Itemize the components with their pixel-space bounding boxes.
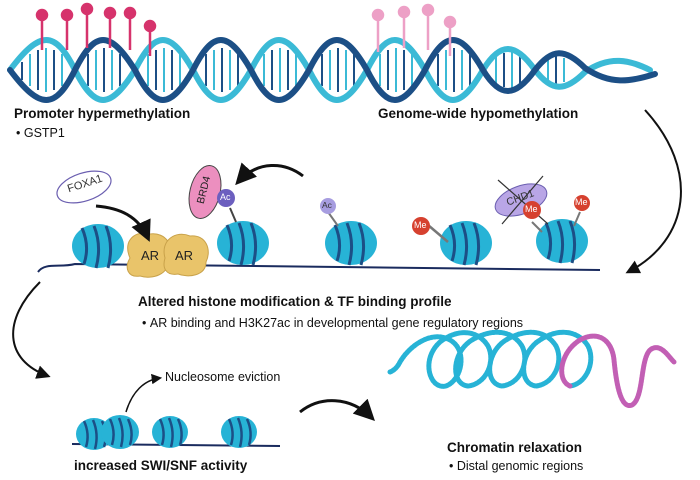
nucleosome-2 bbox=[217, 221, 269, 266]
ar-blob-2 bbox=[163, 233, 209, 277]
label-me-1: Me bbox=[414, 220, 427, 230]
arrow-foxa1-to-ar bbox=[95, 204, 151, 242]
ar-dimer bbox=[126, 232, 209, 278]
methylation-pins-promoter bbox=[35, 2, 157, 56]
label-altered-histone: Altered histone modification & TF bindin… bbox=[138, 294, 452, 309]
label-genome-wide-hypomethylation: Genome-wide hypomethylation bbox=[378, 106, 579, 121]
nucleosome-5 bbox=[536, 219, 588, 264]
label-altered-detail: AR binding and H3K27ac in developmental … bbox=[142, 316, 523, 330]
dna-helix bbox=[7, 37, 658, 103]
label-ar-1: AR bbox=[141, 248, 160, 263]
arrow-nucleosome-eviction bbox=[125, 373, 163, 413]
acetyl-mark-brd4 bbox=[217, 189, 235, 207]
label-distal-regions: Distal genomic regions bbox=[449, 459, 583, 473]
arrow-right-curve bbox=[625, 109, 682, 274]
chromatin-fiber-line bbox=[37, 262, 601, 273]
acetyl-mark-2 bbox=[320, 198, 336, 214]
arrow-to-brd4 bbox=[235, 162, 304, 186]
nucleosome-4 bbox=[440, 221, 492, 266]
nucleosome-bottom-4 bbox=[221, 416, 257, 448]
methylation-pins-genome bbox=[371, 3, 457, 56]
nucleosome-bottom-2 bbox=[101, 415, 139, 449]
arrow-to-chromatin bbox=[299, 398, 375, 421]
dna-strand-dark bbox=[7, 37, 658, 103]
nucleosome-3 bbox=[325, 221, 377, 266]
label-ar-2: AR bbox=[175, 248, 194, 263]
nucleosome-bottom-3 bbox=[152, 416, 188, 448]
label-ac-2: Ac bbox=[322, 200, 332, 210]
chromatin-coil bbox=[387, 329, 677, 408]
methyl-mark-3 bbox=[574, 195, 590, 211]
label-swi-snf: increased SWI/SNF activity bbox=[74, 458, 248, 473]
label-nucleosome-eviction: Nucleosome eviction bbox=[165, 370, 281, 384]
methyl-mark-2 bbox=[523, 201, 541, 219]
label-gstp1: GSTP1 bbox=[16, 126, 65, 140]
arrow-left-curve bbox=[12, 281, 51, 379]
label-me-3: Me bbox=[575, 197, 588, 207]
label-me-2: Me bbox=[525, 204, 538, 214]
label-promoter-hypermethylation: Promoter hypermethylation bbox=[14, 106, 191, 121]
foxa1-oval bbox=[56, 170, 112, 204]
nucleosome-1 bbox=[72, 224, 124, 269]
label-ac-brd4: Ac bbox=[220, 192, 231, 202]
label-chromatin-relaxation: Chromatin relaxation bbox=[447, 440, 583, 455]
dna-rungs bbox=[21, 48, 565, 92]
methyl-mark-1 bbox=[412, 217, 430, 235]
